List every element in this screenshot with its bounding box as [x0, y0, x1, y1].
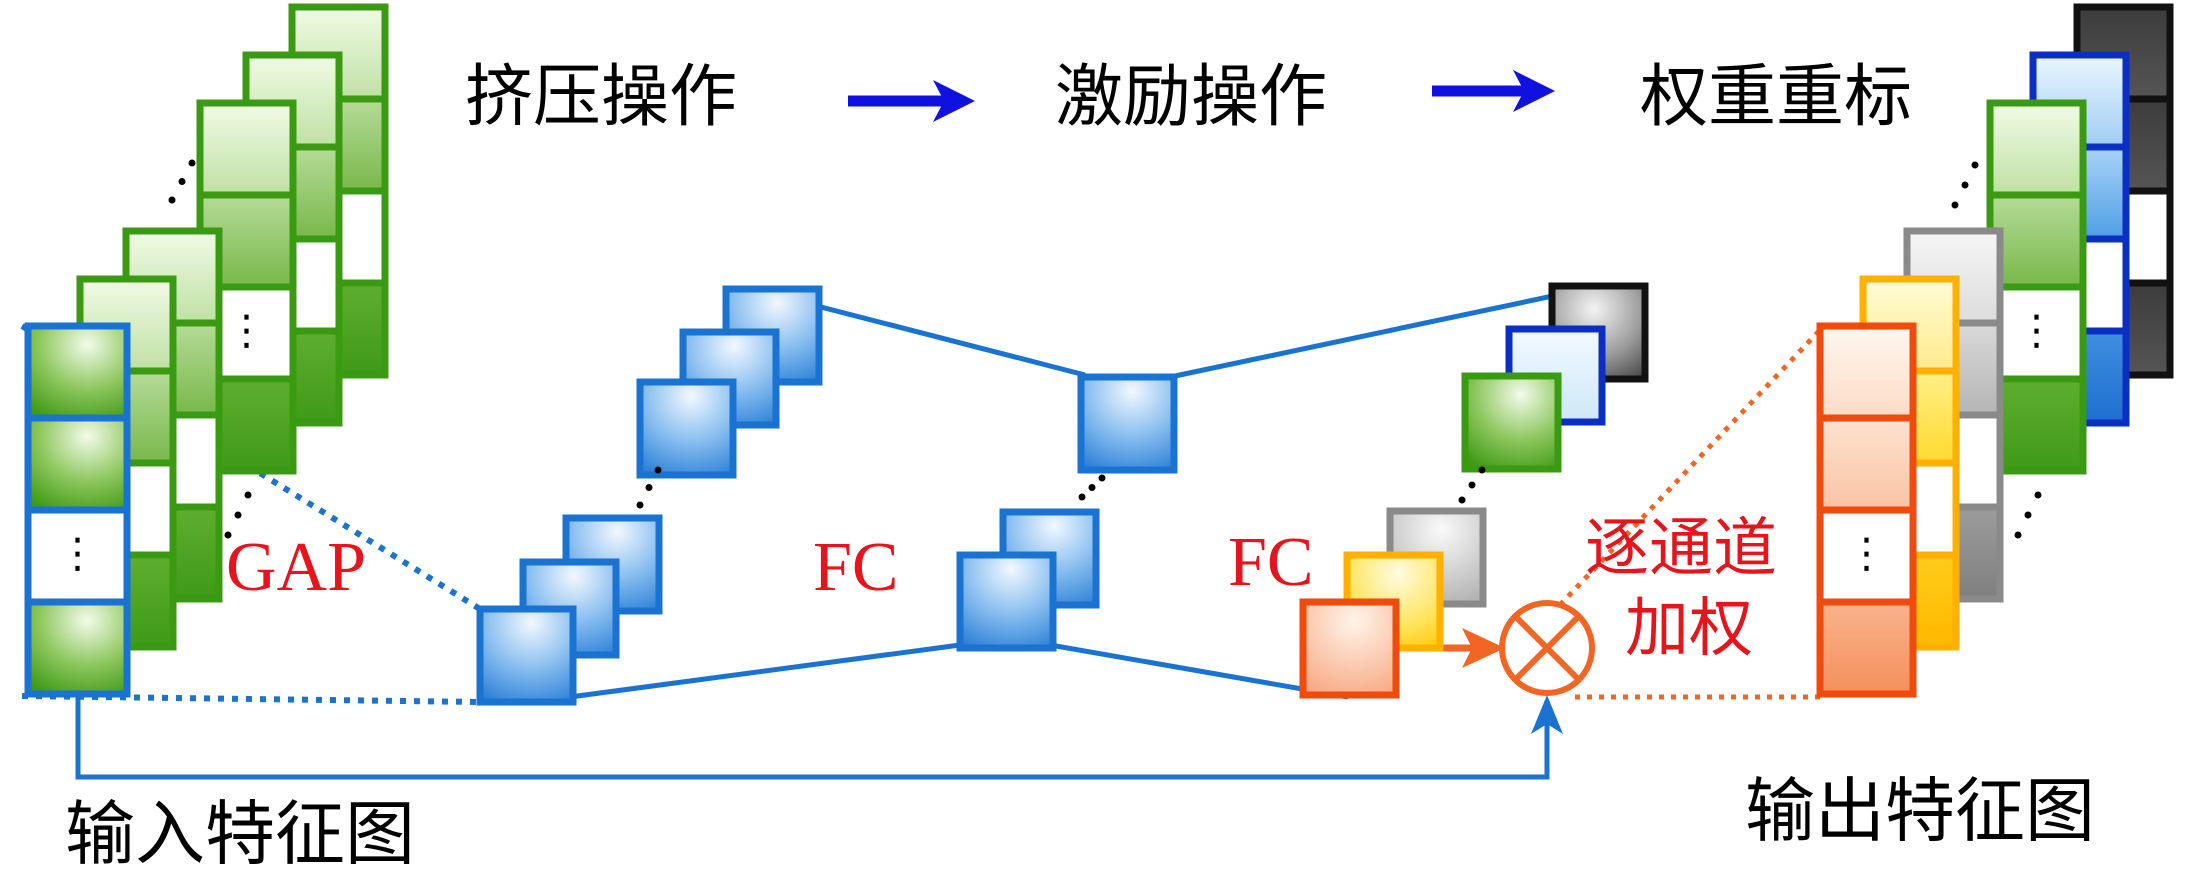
output-feature-map: ⋮⋮⋮⋮⋮⋮ [1816, 3, 2174, 698]
stage-label-excitation: 激励操作 [1055, 58, 1327, 137]
channel-cell [24, 506, 131, 606]
bottleneck-vector [956, 373, 1178, 652]
stage-arrow-2 [1432, 70, 1555, 112]
output-feature-map-label: 输出特征图 [1745, 770, 2095, 852]
skip-connection [75, 696, 1550, 780]
bottleneck-node [1077, 373, 1178, 474]
ellipsis-dots [224, 491, 252, 539]
output-channel-orange: ⋮ [1816, 322, 1917, 698]
fc-node [636, 378, 737, 479]
stage-label-squeeze: 挤压操作 [465, 58, 737, 137]
scale-label-line2: 加权 [1625, 592, 1753, 666]
input-feature-map: ⋮⋮⋮⋮⋮⋮ [24, 3, 389, 698]
fc2-connector-bottom [1055, 643, 1349, 700]
fc2-label: FC [1228, 524, 1314, 601]
fc-node [476, 605, 577, 706]
input-channel-front: ⋮ [24, 322, 131, 698]
orange-arrow-head-icon [1462, 628, 1505, 668]
vertical-ellipsis: ⋮ [57, 529, 98, 577]
ellipsis-dots [1951, 161, 1979, 209]
channel-cell [1816, 322, 1917, 422]
channel-cell [1816, 414, 1917, 514]
stage-label-reweight: 权重重标 [1640, 58, 1912, 137]
gap-label: GAP [226, 529, 366, 606]
channel-cell [196, 99, 297, 199]
gap-connector-bottom [21, 693, 481, 705]
channel-cell [24, 598, 131, 698]
channel-cell [1816, 598, 1917, 698]
vertical-ellipsis: ⋮ [226, 306, 267, 354]
fc1-squeeze-vector [476, 285, 823, 706]
ellipsis-dots [168, 159, 196, 204]
ellipsis-dots [1458, 466, 1486, 504]
channel-cell [24, 322, 131, 422]
ellipsis-dots [1078, 474, 1106, 501]
skip-arrow-head-icon [1531, 695, 1563, 734]
stage-titles: 挤压操作 激励操作 权重重标 [465, 58, 1912, 137]
stage-arrow-1 [848, 80, 975, 122]
channel-multiply-icon [1499, 600, 1595, 696]
vertical-ellipsis: ⋮ [1846, 529, 1887, 577]
channel-cell [1986, 375, 2087, 475]
channel-cell [24, 414, 131, 514]
channel-cell [1986, 283, 2087, 383]
bottleneck-node [956, 551, 1057, 652]
scale-label-line1: 逐通道 [1585, 512, 1777, 586]
arrow-head-icon [933, 80, 975, 122]
scale-connector-top [1558, 328, 1822, 607]
channel-cell [1986, 191, 2087, 291]
arrow-head-icon [1513, 70, 1555, 112]
weight-node-green [1461, 372, 1562, 473]
fc2-connector-top [1174, 283, 1601, 379]
input-feature-map-label: 输入特征图 [65, 793, 415, 875]
ellipsis-dots [2014, 491, 2042, 539]
fc1-label: FC [813, 529, 899, 606]
fc1-connector-bottom [539, 642, 961, 704]
ellipsis-dots [636, 466, 662, 509]
output-channel-green: ⋮ [1986, 99, 2087, 475]
channel-weight-vector [1299, 282, 1649, 699]
channel-cell [1986, 99, 2087, 199]
vertical-ellipsis: ⋮ [2016, 306, 2057, 354]
weight-node-orange [1299, 598, 1400, 699]
